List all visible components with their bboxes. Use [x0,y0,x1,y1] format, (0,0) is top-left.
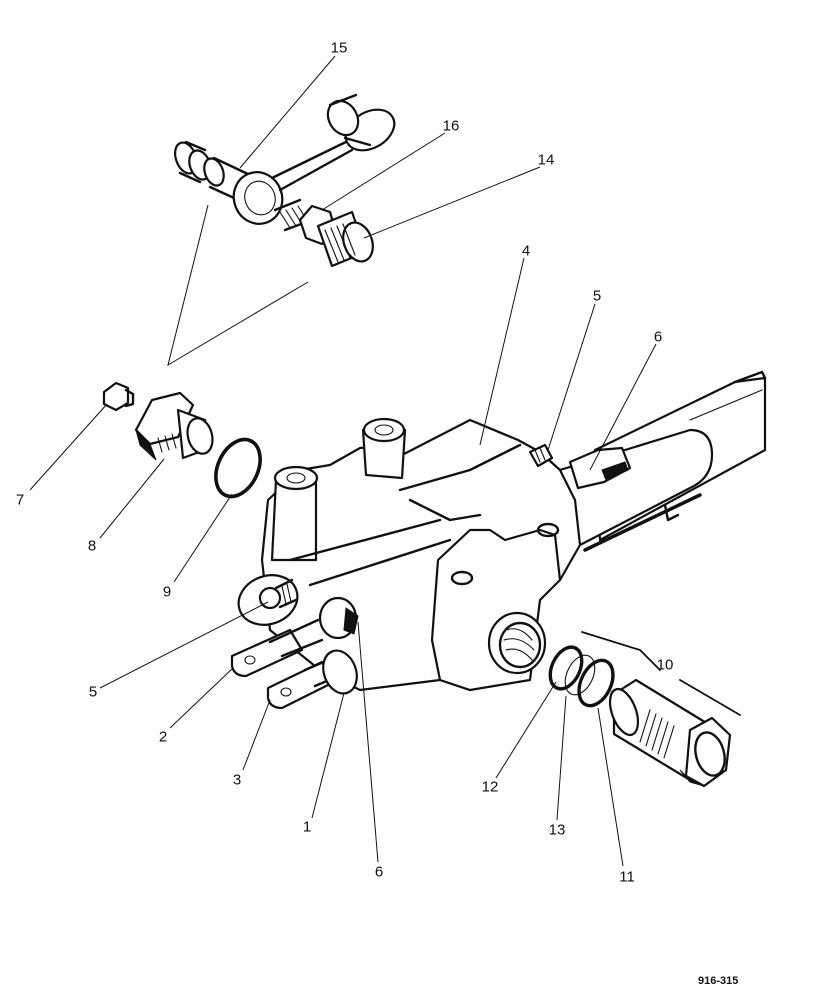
part-11-o-ring [577,658,615,708]
callout-4: 4 [521,242,531,260]
part-9-o-ring [214,437,262,499]
callout-1: 1 [302,818,312,836]
leader-lines [29,55,657,867]
assembly-guide-lines [167,204,309,367]
part-10-adapter [581,631,741,788]
callout-3: 3 [232,771,242,789]
callout-14: 14 [537,151,555,169]
callout-12: 12 [481,778,499,796]
callout-16: 16 [442,117,460,135]
callout-5-top: 5 [592,287,602,305]
callout-10: 10 [656,656,674,674]
callout-15: 15 [330,39,348,57]
part-2-spool-clevis [230,618,324,678]
part-5-grease-nipple-top [528,443,554,468]
callout-7: 7 [15,491,25,509]
callout-8: 8 [87,537,97,555]
part-3-spool-clevis [266,649,358,710]
part-8-hex-plug [134,391,214,461]
callout-6-top: 6 [653,328,663,346]
figure-reference-number: 916-315 [698,975,739,987]
callout-13: 13 [548,821,566,839]
part-13-backup-ring [564,654,596,696]
part-12-o-ring [548,645,584,691]
callout-9: 9 [162,583,172,601]
part-4-valve-body [237,370,767,692]
callout-5-front: 5 [88,683,98,701]
callout-6-front: 6 [374,863,384,881]
top-fitting-assembly [174,93,396,268]
callout-11: 11 [619,868,635,886]
callout-2: 2 [158,728,168,746]
part-7-plug [102,381,135,412]
part-6-hex-fitting-top [568,446,632,490]
